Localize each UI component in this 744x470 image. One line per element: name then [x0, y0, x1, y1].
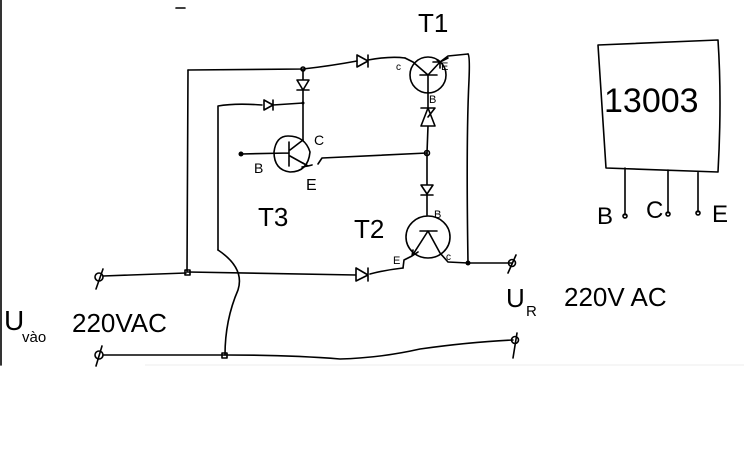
diode-t2-base-icon: [420, 152, 434, 216]
wire-right-vertical: [466, 53, 471, 263]
terminal-output-top-icon: [507, 254, 517, 274]
t2-pin-e: E: [393, 255, 400, 267]
t1-pin-e: E: [441, 61, 448, 73]
diode-bottom-icon: [187, 267, 404, 282]
input-symbol: U: [4, 305, 24, 336]
diode-small-icon: [263, 99, 304, 111]
output-value: 220V AC: [564, 282, 667, 312]
input-subscript: vào: [22, 329, 46, 346]
t2-pin-c: c: [446, 252, 451, 263]
package-pin-c: C: [646, 197, 663, 224]
wire-t3-emitter: [317, 152, 428, 165]
transistor-t1-icon: [404, 53, 469, 94]
package-part-number: 13003: [604, 82, 699, 120]
package-pin-b: B: [597, 203, 613, 230]
wire-crossover: [217, 249, 241, 356]
output-symbol: U: [506, 283, 525, 313]
transistor-t3-icon: [238, 135, 313, 173]
wire-left-vertical: [186, 69, 189, 273]
t3-pin-c: C: [314, 132, 324, 148]
diode-vertical-icon: [296, 68, 310, 141]
output-voltage-label: U R 220V AC: [506, 282, 667, 320]
junction: [301, 101, 305, 105]
t1-pin-c: c: [396, 62, 401, 73]
label-t1: T1: [418, 8, 448, 38]
input-value: 220VAC: [72, 308, 167, 338]
output-subscript: R: [526, 303, 537, 320]
t1-pin-b: B: [429, 94, 436, 106]
t2-pin-b: B: [434, 209, 441, 221]
wire-top: [187, 60, 358, 71]
package-pin-e: E: [712, 201, 728, 228]
t3-pin-b: B: [254, 160, 263, 176]
wire-bottom: [102, 339, 514, 360]
wire-second: [217, 103, 263, 251]
input-voltage-label: U vào 220VAC: [4, 305, 167, 346]
terminal-input-bottom-icon: [94, 345, 104, 367]
diode-top-icon: [356, 54, 406, 68]
package-13003-icon: [597, 39, 721, 219]
label-t2: T2: [354, 214, 384, 244]
label-t3: T3: [258, 202, 288, 232]
terminal-output-bottom-icon: [510, 332, 520, 359]
junction: [221, 352, 228, 359]
transistor-t2-icon: [402, 215, 469, 269]
wire-input-top: [102, 272, 187, 277]
diode-t1-base-icon: [420, 91, 436, 154]
terminal-input-top-icon: [94, 268, 104, 290]
t3-pin-e: E: [306, 177, 317, 194]
